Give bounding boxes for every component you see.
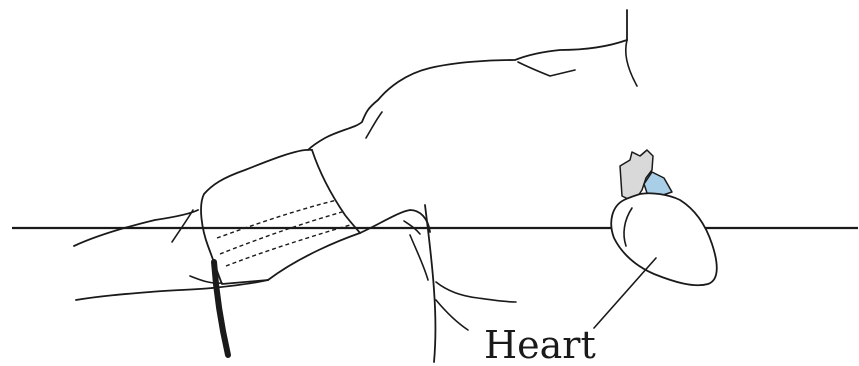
cuff-tube: [214, 262, 228, 355]
heart-illustration: [594, 150, 717, 328]
body-outline: [308, 10, 637, 150]
heart-label: Heart: [484, 323, 596, 366]
bp-cuff: [201, 150, 360, 284]
forearm-outline: [76, 276, 268, 300]
heart-body: [611, 193, 717, 285]
